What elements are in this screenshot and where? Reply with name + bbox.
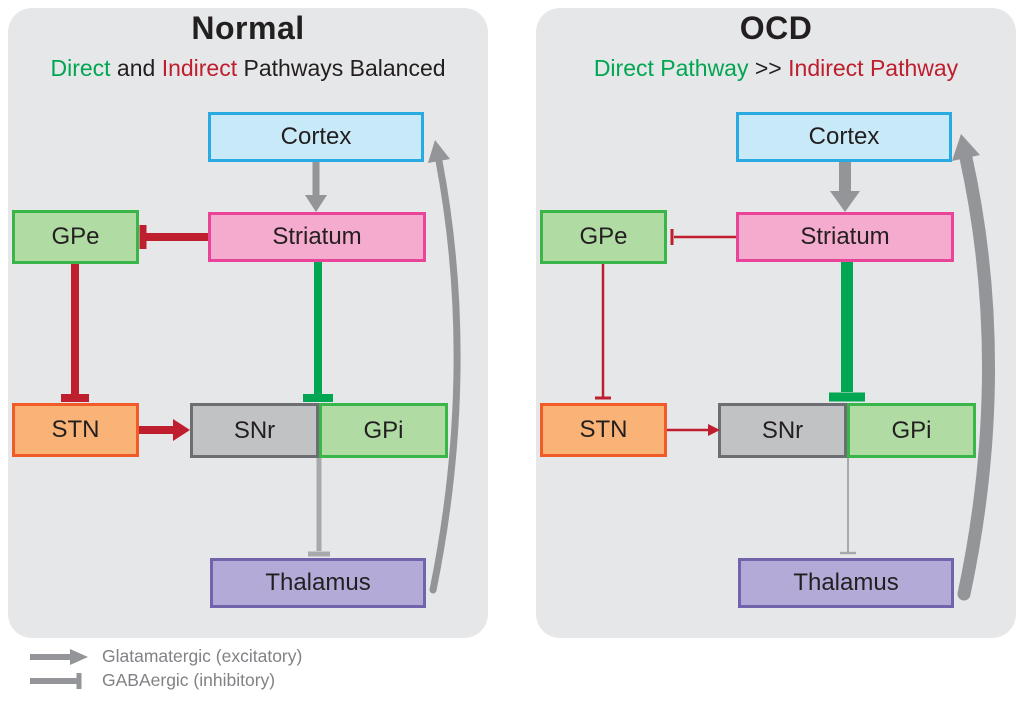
legend: Glatamatergic (excitatory) GABAergic (in…	[28, 646, 302, 691]
edge-stn-snr-arrow	[139, 419, 190, 441]
subtitle-and: and	[110, 55, 162, 81]
node-striatum: Striatum	[736, 212, 954, 262]
node-snr: SNr	[718, 403, 847, 458]
ocd-edges-layer	[595, 134, 995, 601]
edge-striatum-gpe-inhibit	[670, 229, 736, 245]
node-stn: STN	[12, 403, 139, 457]
excitatory-arrow-icon	[30, 648, 88, 665]
panel-normal: Normal Direct and Indirect Pathways Bala…	[8, 8, 488, 638]
edge-cortex-striatum-arrow	[830, 162, 860, 212]
panel-ocd: OCD Direct Pathway >> Indirect Pathway C…	[536, 8, 1016, 638]
node-stn: STN	[540, 403, 667, 457]
edge-snrgpi-thalamus-inhibit	[308, 458, 330, 557]
node-gpi: GPi	[319, 403, 448, 458]
node-thalamus: Thalamus	[210, 558, 426, 608]
subtitle-indirect-pathway: Indirect Pathway	[788, 55, 959, 81]
inhibitory-tbar-icon	[30, 672, 82, 689]
panel-ocd-title: OCD	[739, 10, 813, 46]
edge-gpe-stn-inhibit	[61, 264, 89, 402]
panel-normal-title: Normal	[191, 10, 305, 46]
normal-edges-layer	[61, 140, 461, 594]
edge-snrgpi-thalamus-inhibit	[840, 458, 856, 555]
legend-item-excitatory: Glatamatergic (excitatory)	[28, 646, 302, 667]
edge-thalamus-cortex-arrow	[428, 140, 461, 594]
edge-gpe-stn-inhibit	[595, 264, 611, 400]
subtitle-direct-pathway: Direct Pathway	[593, 55, 749, 81]
node-snr: SNr	[190, 403, 319, 458]
subtitle-balanced: Pathways Balanced	[237, 55, 446, 81]
legend-excitatory-label: Glatamatergic (excitatory)	[102, 646, 303, 666]
edge-thalamus-cortex-arrow	[952, 134, 995, 601]
node-gpe: GPe	[12, 210, 139, 264]
node-thalamus: Thalamus	[738, 558, 954, 608]
edge-cortex-striatum-arrow	[305, 162, 327, 212]
edge-striatum-snrgpi-inhibit	[303, 262, 333, 402]
edge-striatum-gpe-inhibit	[139, 225, 208, 249]
subtitle-much-greater: >>	[748, 55, 789, 81]
legend-item-inhibitory: GABAergic (inhibitory)	[28, 670, 302, 691]
panel-ocd-subtitle: Direct Pathway >> Indirect Pathway	[536, 55, 1016, 82]
subtitle-indirect: Indirect	[161, 55, 238, 81]
node-cortex: Cortex	[736, 112, 952, 162]
subtitle-direct: Direct	[50, 55, 111, 81]
node-cortex: Cortex	[208, 112, 424, 162]
node-gpe: GPe	[540, 210, 667, 264]
edge-striatum-snrgpi-inhibit	[829, 262, 865, 402]
node-gpi: GPi	[847, 403, 976, 458]
panel-normal-subtitle: Direct and Indirect Pathways Balanced	[8, 55, 488, 82]
edge-stn-snr-arrow	[667, 424, 720, 436]
node-striatum: Striatum	[208, 212, 426, 262]
legend-inhibitory-label: GABAergic (inhibitory)	[102, 670, 276, 690]
